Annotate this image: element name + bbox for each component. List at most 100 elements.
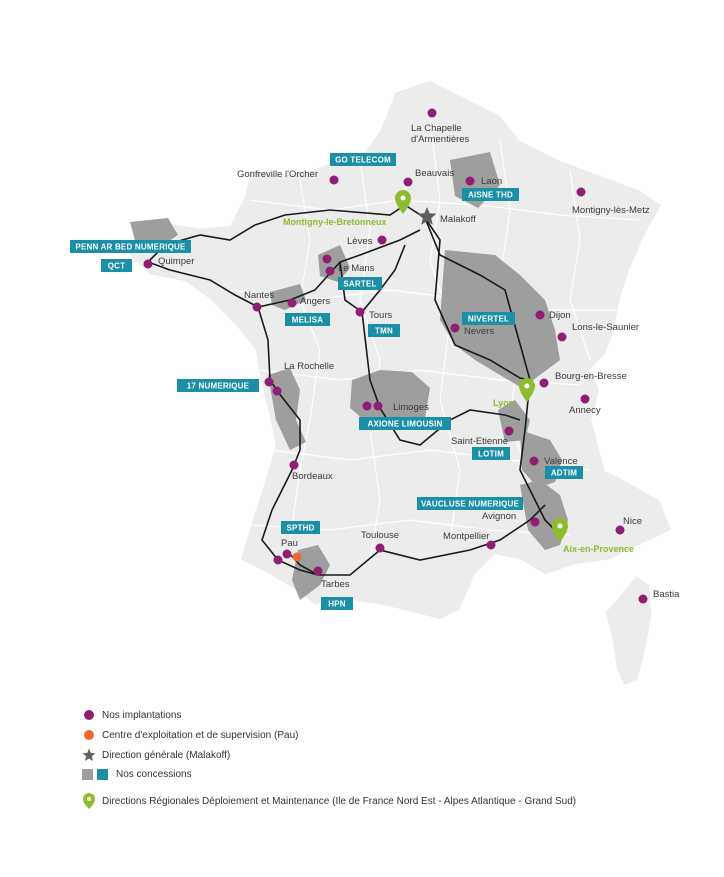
dot-nantes xyxy=(252,302,262,312)
hq-star-icon xyxy=(417,207,437,225)
dot-toulouse xyxy=(375,543,385,553)
label-laon: Laon xyxy=(481,176,502,187)
dot-la-rochelle-2 xyxy=(272,386,282,396)
implantation-dots xyxy=(143,108,648,604)
legend-regional: Directions Régionales Déploiement et Mai… xyxy=(82,793,577,809)
label-bourg: Bourg-en-Bresse xyxy=(555,371,627,382)
dot-quimper xyxy=(143,259,153,269)
dot-nice xyxy=(615,525,625,535)
supervision-dot-icon xyxy=(82,728,96,742)
label-lyon: Lyon xyxy=(493,398,514,408)
tag-axione-limousin: AXIONE LIMOUSIN xyxy=(359,417,451,430)
label-limoges: Limoges xyxy=(393,402,429,413)
dot-la-chapelle xyxy=(427,108,437,118)
label-le-mans: Le Mans xyxy=(338,263,375,274)
dot-avignon xyxy=(530,517,540,527)
corsica xyxy=(604,573,653,687)
label-la-rochelle: La Rochelle xyxy=(284,361,334,372)
dot-saint-etienne xyxy=(504,426,514,436)
legend-implantations: Nos implantations xyxy=(82,708,181,722)
pin-aix-icon xyxy=(552,518,568,542)
label-saint-etienne: Saint-Etienne xyxy=(451,436,508,447)
dot-montigny-les-metz xyxy=(576,187,586,197)
label-gonfreville: Gonfreville l'Orcher xyxy=(237,169,318,180)
dot-laon xyxy=(465,176,475,186)
svg-text:NIVERTEL: NIVERTEL xyxy=(468,315,509,324)
dot-annecy xyxy=(580,394,590,404)
implantation-dot-icon xyxy=(82,708,96,722)
legend-regional-label: Directions Régionales Déploiement et Mai… xyxy=(102,795,577,807)
dot-le-mans-1 xyxy=(322,254,332,264)
legend-hq: Direction générale (Malakoff) xyxy=(82,748,230,762)
label-tours: Tours xyxy=(369,310,392,321)
tag-nivertel: NIVERTEL xyxy=(462,312,515,325)
svg-text:AISNE THD: AISNE THD xyxy=(468,191,513,200)
label-bordeaux: Bordeaux xyxy=(292,471,333,482)
legend-supervision-label: Centre d'exploitation et de supervision … xyxy=(102,729,299,741)
label-toulouse: Toulouse xyxy=(361,530,399,541)
dot-le-mans-2 xyxy=(325,266,335,276)
regional-labels: Montigny-le-Bretonneux Lyon Aix-en-Prove… xyxy=(283,217,634,554)
concession-tags: GO TELECOM AISNE THD PENN AR BED NUMERIQ… xyxy=(70,153,583,610)
tag-hpn: HPN xyxy=(321,597,353,610)
legend-implantations-label: Nos implantations xyxy=(102,709,182,721)
pin-montigny-icon xyxy=(395,190,411,214)
label-montpellier: Montpellier xyxy=(443,531,489,542)
svg-text:VAUCLUSE NUMERIQUE: VAUCLUSE NUMERIQUE xyxy=(421,500,520,509)
svg-text:TMN: TMN xyxy=(375,327,393,336)
dot-montpellier xyxy=(486,540,496,550)
label-nice: Nice xyxy=(623,516,642,527)
tag-adtim: ADTIM xyxy=(545,466,583,479)
tag-vaucluse: VAUCLUSE NUMERIQUE xyxy=(417,497,523,510)
star-icon xyxy=(82,748,96,762)
svg-text:GO TELECOM: GO TELECOM xyxy=(335,156,391,165)
dot-leves xyxy=(377,235,387,245)
label-angers: Angers xyxy=(300,296,330,307)
dot-tours xyxy=(355,307,365,317)
label-lons: Lons-le-Saunier xyxy=(572,322,639,333)
dot-bordeaux xyxy=(289,460,299,470)
dot-lons xyxy=(557,332,567,342)
concession-area-square-icon xyxy=(82,769,93,780)
map-pin-icon xyxy=(82,793,96,809)
legend-concessions-label: Nos concessions xyxy=(116,769,192,780)
dot-angers xyxy=(287,298,297,308)
tag-penn-ar-bed: PENN AR BED NUMERIQUE xyxy=(70,240,191,253)
label-bastia: Bastia xyxy=(653,589,680,600)
legend-concessions: Nos concessions xyxy=(82,769,192,780)
label-avignon: Avignon xyxy=(482,511,516,522)
legend-hq-label: Direction générale (Malakoff) xyxy=(102,749,231,761)
dot-gonfreville xyxy=(329,175,339,185)
label-nantes: Nantes xyxy=(244,290,274,301)
pin-lyon-icon xyxy=(519,378,535,402)
tag-17-numerique: 17 NUMERIQUE xyxy=(177,379,259,392)
supervision-dot-pau xyxy=(292,552,302,562)
dot-pau-1 xyxy=(273,555,283,565)
dot-nevers xyxy=(450,323,460,333)
svg-text:QCT: QCT xyxy=(108,262,126,271)
tag-aisne-thd: AISNE THD xyxy=(462,188,519,201)
label-montigny-les-metz: Montigny-lès-Metz xyxy=(572,205,650,216)
concession-tag-square-icon xyxy=(97,769,108,780)
label-aix: Aix-en-Provence xyxy=(563,544,634,554)
label-beauvais: Beauvais xyxy=(415,168,454,179)
label-dijon: Dijon xyxy=(549,310,571,321)
label-nevers: Nevers xyxy=(464,326,494,337)
label-leves: Lèves xyxy=(347,236,373,247)
dot-bourg xyxy=(539,378,549,388)
tag-sartel: SARTEL xyxy=(338,277,382,290)
tag-melisa: MELISA xyxy=(285,313,330,326)
svg-text:LOTIM: LOTIM xyxy=(478,450,504,459)
svg-text:17 NUMERIQUE: 17 NUMERIQUE xyxy=(187,382,250,391)
dot-beauvais xyxy=(403,177,413,187)
label-valence: Valence xyxy=(544,456,578,467)
label-annecy: Annecy xyxy=(569,405,601,416)
regional-pins xyxy=(395,190,568,542)
tag-qct: QCT xyxy=(101,259,132,272)
tag-lotim: LOTIM xyxy=(472,447,510,460)
dot-limoges-2 xyxy=(373,401,383,411)
dot-bastia xyxy=(638,594,648,604)
